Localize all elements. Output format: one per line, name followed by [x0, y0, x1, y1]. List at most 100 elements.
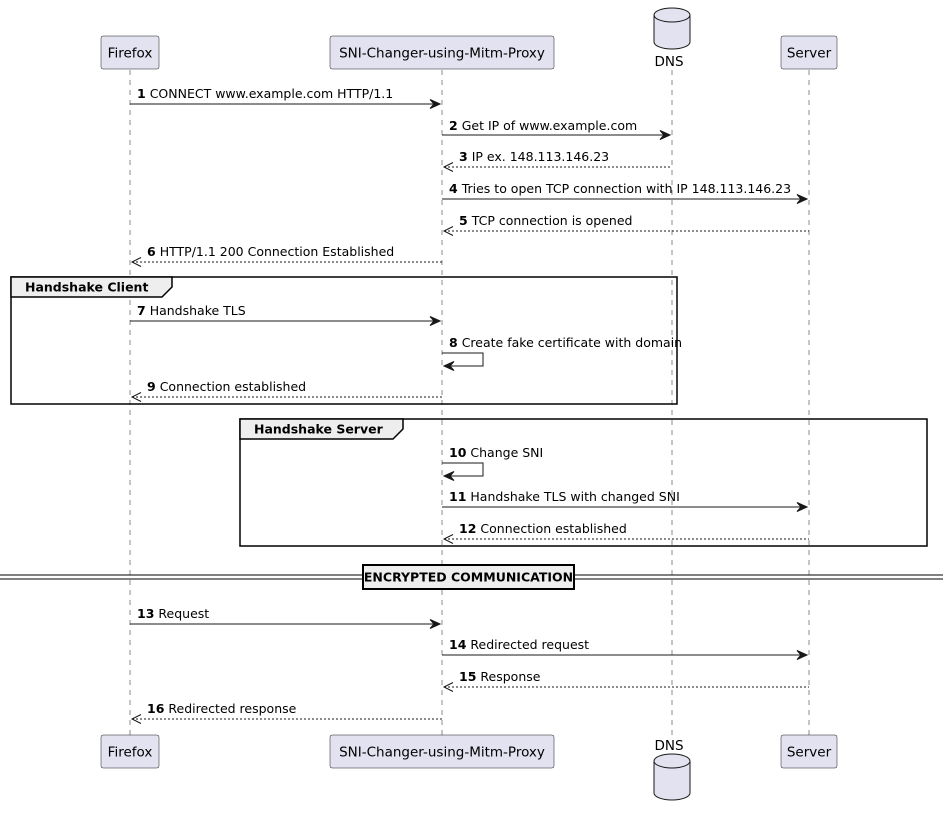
message-number: 15 [459, 669, 476, 684]
message-number: 2 [449, 118, 458, 133]
participant-label: SNI-Changer-using-Mitm-Proxy [339, 46, 545, 62]
participant-box [100, 35, 160, 70]
message-text: Create fake certificate with domain [462, 335, 682, 350]
message-1: 1 CONNECT www.example.com HTTP/1.1 [130, 86, 442, 109]
message-text: Tries to open TCP connection with IP 148… [461, 181, 791, 196]
message-3: 3 IP ex. 148.113.146.23 [442, 149, 672, 172]
message-label: 6 HTTP/1.1 200 Connection Established [147, 244, 394, 259]
arrowhead [442, 226, 454, 236]
message-arrow-line [442, 352, 484, 367]
message-label: 11 Handshake TLS with changed SNI [449, 489, 680, 504]
message-9: 9 Connection established [130, 379, 442, 402]
message-number: 3 [459, 149, 468, 164]
message-label: 12 Connection established [459, 521, 627, 536]
message-number: 1 [137, 86, 146, 101]
message-text: TCP connection is opened [471, 213, 633, 228]
arrowhead [429, 316, 442, 326]
message-13: 13 Request [130, 606, 442, 629]
participant-box [329, 35, 555, 70]
participant-dns-bottom: DNS [653, 738, 691, 801]
message-8: 8 Create fake certificate with domain [442, 335, 682, 371]
message-15: 15 Response [442, 669, 809, 692]
message-number: 10 [449, 445, 467, 460]
message-text: Change SNI [470, 445, 543, 460]
message-number: 11 [449, 489, 466, 504]
message-label: 1 CONNECT www.example.com HTTP/1.1 [137, 86, 393, 101]
participant-proxy-top: SNI-Changer-using-Mitm-Proxy [329, 35, 555, 70]
participant-dns-top: DNS [653, 7, 691, 70]
message-number: 14 [449, 637, 467, 652]
arrowhead [442, 471, 455, 481]
database-icon [653, 7, 691, 50]
message-label: 8 Create fake certificate with domain [449, 335, 682, 350]
arrowhead [659, 130, 672, 140]
arrowhead [796, 650, 809, 660]
database-icon-rim [653, 760, 691, 769]
message-number: 13 [137, 606, 154, 621]
message-number: 5 [459, 213, 468, 228]
participant-box [100, 734, 160, 769]
group-label: Handshake Server [254, 422, 384, 437]
message-text: HTTP/1.1 200 Connection Established [160, 244, 395, 259]
arrowhead [442, 162, 454, 172]
group-tab [239, 418, 404, 440]
message-text: CONNECT www.example.com HTTP/1.1 [150, 86, 394, 101]
message-text: IP ex. 148.113.146.23 [472, 149, 609, 164]
group-tab [10, 276, 173, 298]
participant-label: Firefox [108, 745, 153, 761]
message-6: 6 HTTP/1.1 200 Connection Established [130, 244, 442, 267]
group-frame [10, 276, 678, 405]
arrowhead [442, 361, 455, 371]
participant-label: Server [787, 46, 832, 62]
message-number: 7 [137, 303, 146, 318]
arrowhead [442, 534, 454, 544]
arrowhead [796, 194, 809, 204]
message-number: 4 [449, 181, 458, 196]
message-label: 2 Get IP of www.example.com [449, 118, 637, 133]
participant-label: DNS [654, 54, 683, 70]
message-7: 7 Handshake TLS [130, 303, 442, 326]
group-frame [239, 418, 928, 547]
message-text: Response [480, 669, 540, 684]
message-number: 8 [449, 335, 458, 350]
message-arrow-line [442, 462, 484, 477]
message-text: Handshake TLS with changed SNI [470, 489, 679, 504]
message-text: Connection established [480, 521, 626, 536]
message-number: 9 [147, 379, 156, 394]
message-label: 9 Connection established [147, 379, 306, 394]
message-11: 11 Handshake TLS with changed SNI [442, 489, 809, 512]
message-text: Connection established [160, 379, 306, 394]
participant-label: Server [787, 745, 832, 761]
message-12: 12 Connection established [442, 521, 809, 544]
arrowhead [429, 619, 442, 629]
message-label: 3 IP ex. 148.113.146.23 [459, 149, 609, 164]
message-number: 6 [147, 244, 156, 259]
participant-label: DNS [654, 738, 683, 754]
participant-label: SNI-Changer-using-Mitm-Proxy [339, 745, 545, 761]
arrowhead [429, 99, 442, 109]
divider-box [362, 564, 575, 590]
participant-firefox-bottom: Firefox [100, 734, 160, 769]
message-text: Handshake TLS [150, 303, 246, 318]
participant-firefox-top: Firefox [100, 35, 160, 70]
arrowhead [796, 502, 809, 512]
message-text: Redirected response [168, 701, 296, 716]
message-text: Get IP of www.example.com [462, 118, 637, 133]
message-text: Request [158, 606, 209, 621]
participant-box [780, 35, 838, 70]
message-number: 16 [147, 701, 165, 716]
participant-box [780, 734, 838, 769]
divider-encrypted-communication: ENCRYPTED COMMUNICATION [0, 564, 943, 590]
message-number: 12 [459, 521, 476, 536]
arrowhead [130, 257, 142, 267]
group-handshake-client: Handshake Client [10, 276, 678, 405]
participant-box [329, 734, 555, 769]
